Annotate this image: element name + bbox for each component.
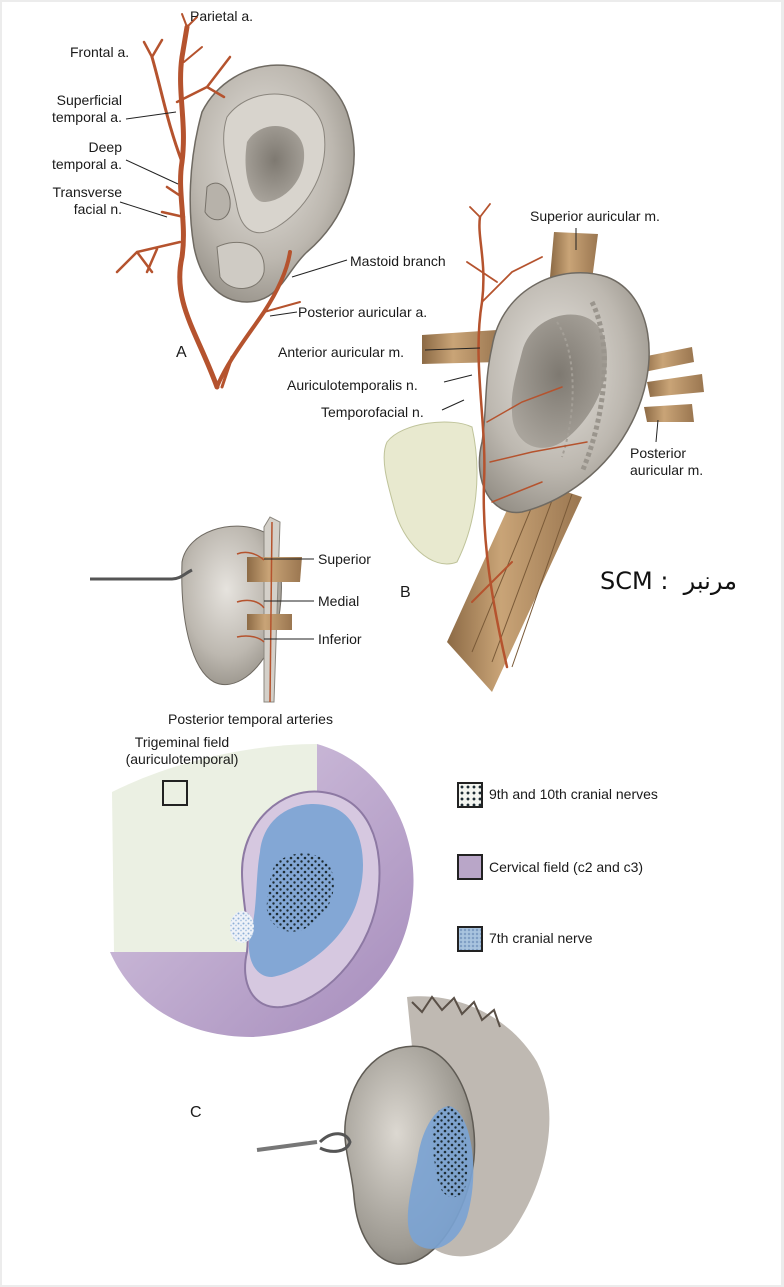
panel-a-drawing [117, 14, 354, 387]
label-superior-auricular-m: Superior auricular m. [530, 208, 660, 225]
label-posterior-auricular-m: Posterior auricular m. [630, 445, 703, 479]
swatch-trigeminal-field [162, 780, 188, 806]
label-posterior-auricular-a: Posterior auricular a. [298, 304, 427, 321]
panel-letter-b: B [400, 584, 411, 601]
label-transverse-facial-n: Transverse facial n. [22, 184, 122, 218]
label-frontal-a: Frontal a. [70, 44, 129, 61]
label-parietal-a: Parietal a. [190, 8, 253, 25]
label-anterior-auricular-m: Anterior auricular m. [278, 344, 404, 361]
label-medial: Medial [318, 593, 359, 610]
label-posterior-temporal-arteries: Posterior temporal arteries [168, 711, 333, 728]
legend-cervical-field: Cervical field (c2 and c3) [489, 859, 643, 876]
label-superficial-temporal-a: Superficial temporal a. [22, 92, 122, 126]
swatch-9th-10th-nerves [457, 782, 483, 808]
label-trigeminal-field: Trigeminal field (auriculotemporal) [107, 734, 257, 768]
swatch-7th-nerve [457, 926, 483, 952]
panel-letter-c: C [190, 1104, 202, 1121]
panel-c-field-map [110, 744, 414, 1037]
label-auriculotemporalis-n: Auriculotemporalis n. [287, 377, 418, 394]
label-inferior: Inferior [318, 631, 362, 648]
legend-7th-nerve: 7th cranial nerve [489, 930, 593, 947]
swatch-cervical-field [457, 854, 483, 880]
label-superior: Superior [318, 551, 371, 568]
label-temporofacial-n: Temporofacial n. [321, 404, 424, 421]
legend-9th-10th-nerves: 9th and 10th cranial nerves [489, 786, 658, 803]
panel-letter-a: A [176, 344, 187, 361]
label-mastoid-branch: Mastoid branch [350, 253, 446, 270]
panel-c-ear-drawing [257, 996, 549, 1264]
handwritten-note: SCM : مرنبر [600, 567, 737, 595]
label-deep-temporal-a: Deep temporal a. [22, 139, 122, 173]
